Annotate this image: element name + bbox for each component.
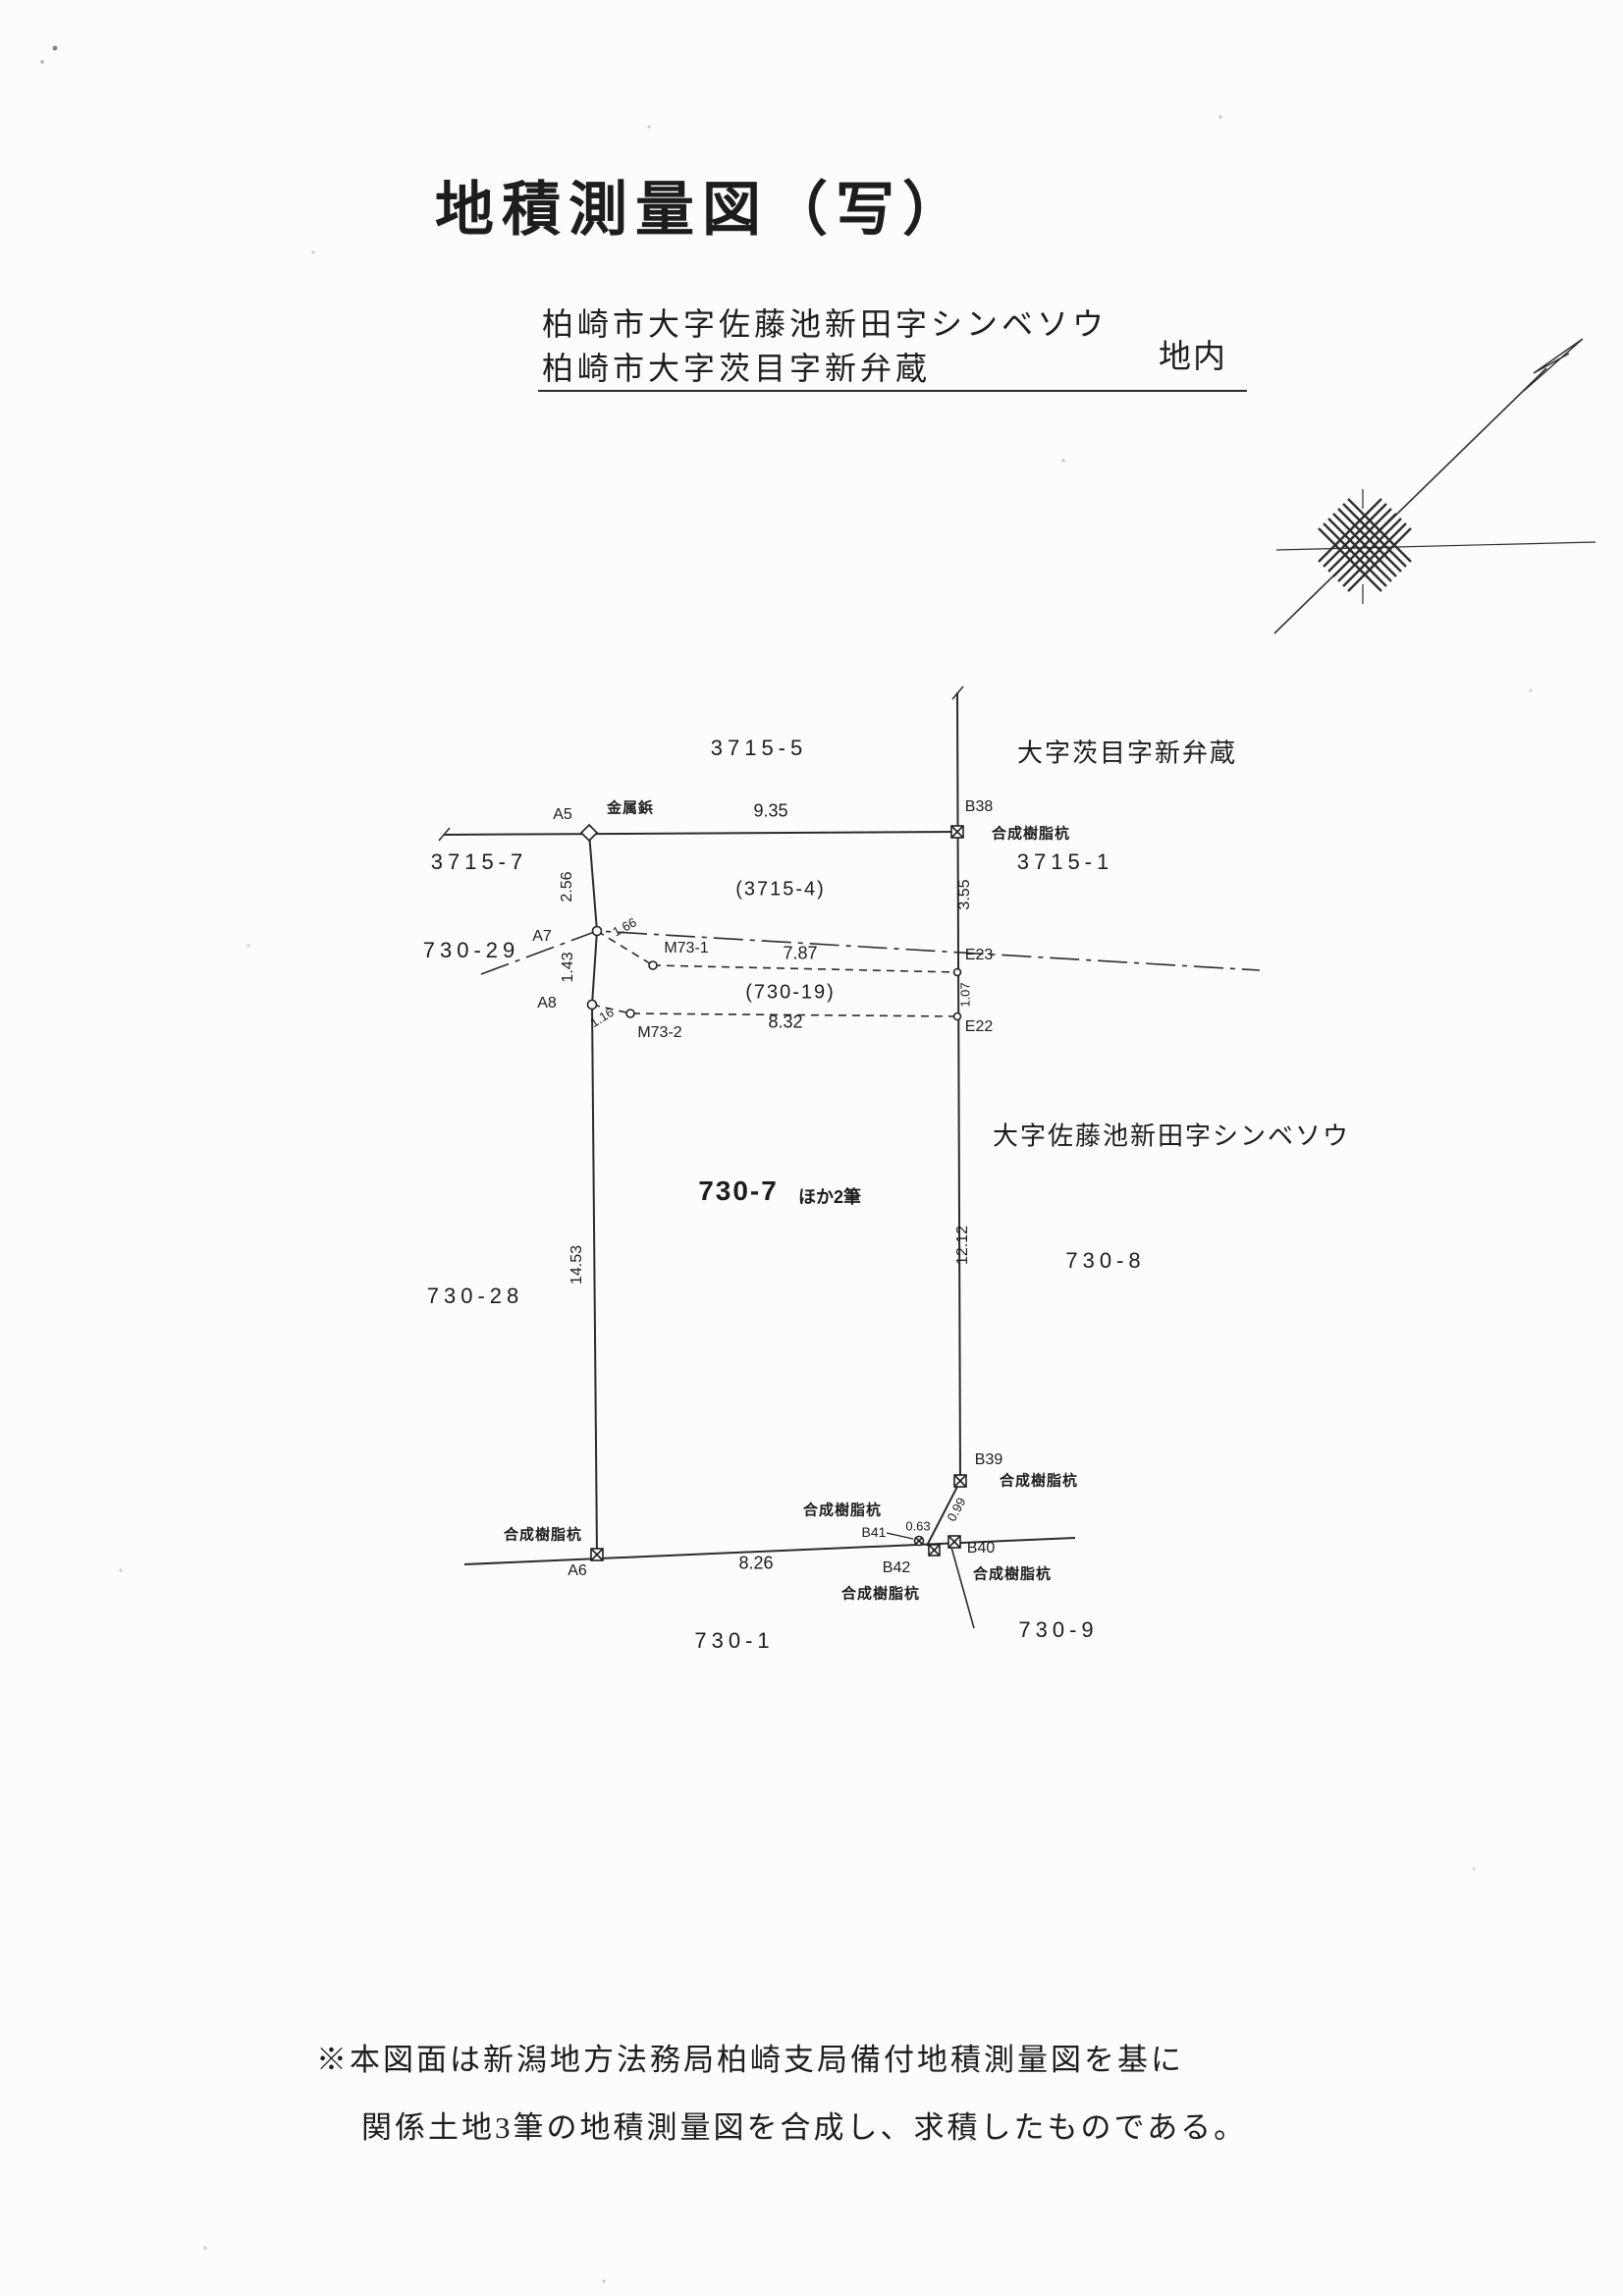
point-marker-m73-2 <box>625 1009 635 1018</box>
line-end-ticks <box>438 685 964 842</box>
point-marker-m73-1 <box>648 960 658 970</box>
address-underline <box>538 390 1247 392</box>
north-arrow <box>1273 338 1596 634</box>
metal-pin-marker-a5 <box>579 823 599 843</box>
stake-marker-b39 <box>953 1474 967 1488</box>
address-line-1: 柏崎市大字佐藤池新田字シンベソウ <box>542 306 1109 342</box>
note-line-1: ※本図面は新潟地方法務局柏崎支局備付地積測量図を基に <box>316 2043 1184 2077</box>
point-marker-a7 <box>591 925 603 937</box>
survey-point-markers <box>579 823 967 1561</box>
leader-b41 <box>886 1532 914 1540</box>
dashed-parcel-lines <box>591 930 958 1017</box>
boundary-lines <box>443 691 1076 1629</box>
point-marker-e22 <box>952 1011 962 1021</box>
address-block: 柏崎市大字佐藤池新田字シンベソウ 柏崎市大字茨目字新弁蔵 <box>542 302 1108 391</box>
address-line-2: 柏崎市大字茨目字新弁蔵 <box>542 351 932 386</box>
stake-marker-b42 <box>928 1544 941 1557</box>
stake-marker-b40 <box>947 1535 961 1549</box>
north-arrow-hatching <box>1318 498 1412 592</box>
address-suffix: 地内 <box>1159 340 1227 375</box>
note-block: ※本図面は新潟地方法務局柏崎支局備付地積測量図を基に 関係土地3筆の地積測量図を… <box>316 2035 1247 2147</box>
stake-marker-b38 <box>950 825 964 839</box>
dashdot-boundary-line <box>480 930 1261 975</box>
note-line-2: 関係土地3筆の地積測量図を合成し、求積したものである。 <box>361 2110 1248 2145</box>
stake-marker-a6 <box>590 1548 604 1561</box>
point-marker-a8 <box>586 999 598 1011</box>
point-marker-e23 <box>952 967 962 977</box>
document-title: 地積測量図（写） <box>435 177 969 243</box>
stake-marker-b41 <box>913 1535 925 1547</box>
